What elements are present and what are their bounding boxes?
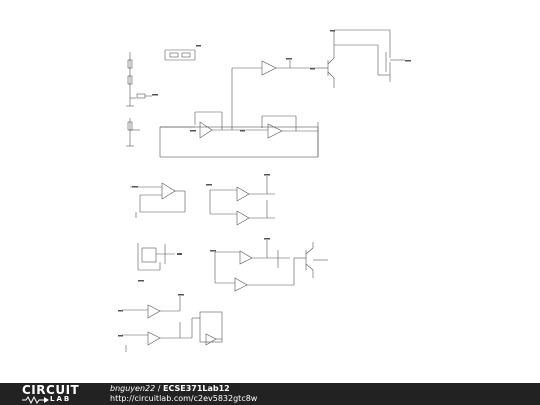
footer-bar: CIRCUIT LAB bnguyen22 / ECSE371Lab12 htt…	[0, 383, 540, 405]
title-separator: /	[155, 384, 163, 393]
component-markers	[118, 30, 411, 337]
resistor-network-top[interactable]	[164, 49, 196, 61]
logo-word: CIRCUIT	[22, 383, 80, 397]
schematic-canvas[interactable]	[0, 0, 540, 383]
resistor-column-mid-left[interactable]	[126, 118, 140, 147]
author-link[interactable]: bnguyen22	[110, 384, 156, 393]
opamp-feedback-loop[interactable]	[159, 60, 319, 158]
component-cluster-left-mid[interactable]	[137, 243, 175, 271]
opamp-transistor-block-lower[interactable]	[214, 240, 328, 292]
logo-lab: LAB	[50, 395, 72, 403]
opamp-block-middle-left[interactable]	[130, 182, 186, 218]
logo-wave-icon	[22, 396, 49, 404]
opamp-pair-middle[interactable]	[209, 176, 275, 226]
circuit-url[interactable]: http://circuitlab.com/c2ev5832gtc8w	[110, 394, 258, 403]
circuitlab-logo[interactable]: CIRCUIT LAB	[22, 384, 92, 404]
circuit-title-line: bnguyen22 / ECSE371Lab12	[110, 384, 230, 394]
opamp-block-bottom[interactable]	[122, 296, 223, 352]
resistor-column-top-left[interactable]	[126, 52, 152, 107]
circuit-title[interactable]: ECSE371Lab12	[162, 384, 230, 393]
transistor-stage-top-right[interactable]	[315, 29, 405, 88]
